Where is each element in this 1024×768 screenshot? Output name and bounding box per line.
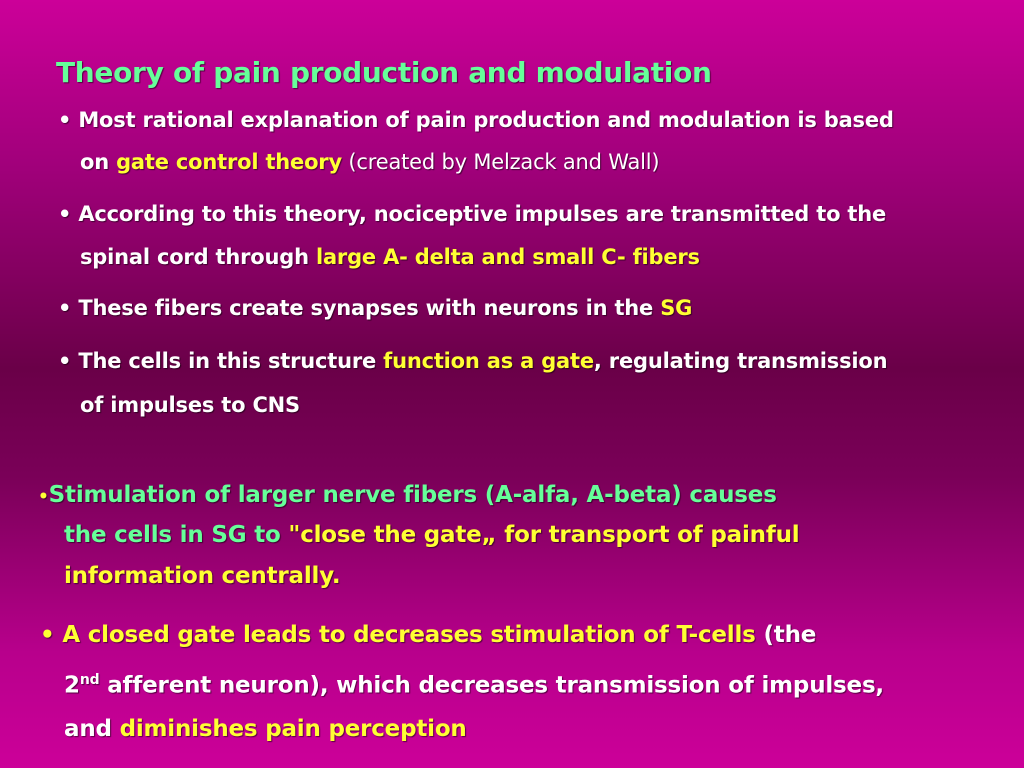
bullet-5-line-2: the cells in SG to "close the gate„ for … [64, 522, 800, 548]
bullet-6-line-3: and diminishes pain perception [64, 716, 467, 742]
gate-control-theory-highlight: gate control theory [116, 150, 342, 174]
bullet-2-text-1: According to this theory, nociceptive im… [78, 202, 887, 226]
bullet-5-line-1: •Stimulation of larger nerve fibers (A-a… [38, 482, 777, 508]
bullet-1-line-2: on gate control theory (created by Melza… [80, 150, 660, 174]
bullet-6-superscript: nd [79, 672, 100, 688]
bullet-4-line-2: of impulses to CNS [80, 393, 300, 417]
bullet-3-marker: • [58, 296, 72, 320]
bullet-4-text-1c: , regulating transmission [593, 349, 888, 373]
bullet-5-text-3: information centrally. [64, 563, 341, 589]
bullet-1-line-1: • Most rational explanation of pain prod… [58, 108, 894, 132]
bullet-6-text-1a: A closed gate leads to decreases stimula… [62, 622, 756, 648]
bullet-3-text-1a: These fibers create synapses with neuron… [78, 296, 661, 320]
bullet-4-text-1a: The cells in this structure [78, 349, 384, 373]
bullet-6-text-2b: afferent neuron), which decreases transm… [99, 672, 884, 699]
bullet-3-line-1: • These fibers create synapses with neur… [58, 296, 692, 320]
bullet-5-line-3: information centrally. [64, 563, 341, 589]
slide-title: Theory of pain production and modulation [56, 56, 712, 89]
bullet-6-line-1: • A closed gate leads to decreases stimu… [40, 622, 816, 648]
bullet-4-text-2: of impulses to CNS [80, 393, 300, 417]
bullet-6-text-1b: (the [755, 622, 817, 648]
close-the-gate-highlight: "close the gate„ for transport of painfu… [288, 522, 800, 548]
bullet-1-text-2a: on [80, 150, 117, 174]
bullet-4-line-1: • The cells in this structure function a… [58, 349, 888, 373]
bullet-2-line-1: • According to this theory, nociceptive … [58, 202, 886, 226]
bullet-1-text-1: Most rational explanation of pain produc… [78, 108, 894, 132]
bullet-6-line-2: 2nd afferent neuron), which decreases tr… [64, 672, 884, 699]
diminishes-pain-highlight: diminishes pain perception [119, 716, 467, 742]
bullet-4-marker: • [58, 349, 72, 373]
bullet-6-marker: • [40, 622, 55, 648]
function-as-gate-highlight: function as a gate [383, 349, 594, 373]
bullet-6-text-3a: and [64, 716, 120, 742]
bullet-1-text-2c: (created by Melzack and Wall) [341, 150, 660, 174]
bullet-5-text-2a: the cells in SG to [64, 522, 289, 548]
bullet-2-line-2: spinal cord through large A- delta and s… [80, 245, 700, 269]
fibers-highlight: large A- delta and small C- fibers [315, 245, 700, 269]
bullet-2-marker: • [58, 202, 72, 226]
sg-highlight: SG [660, 296, 693, 320]
bullet-5-text-1: Stimulation of larger nerve fibers (A-al… [48, 482, 777, 508]
bullet-5-marker: • [38, 487, 49, 507]
bullet-1-marker: • [58, 108, 72, 132]
bullet-2-text-2a: spinal cord through [80, 245, 316, 269]
bullet-6-text-2a: 2 [64, 672, 80, 699]
